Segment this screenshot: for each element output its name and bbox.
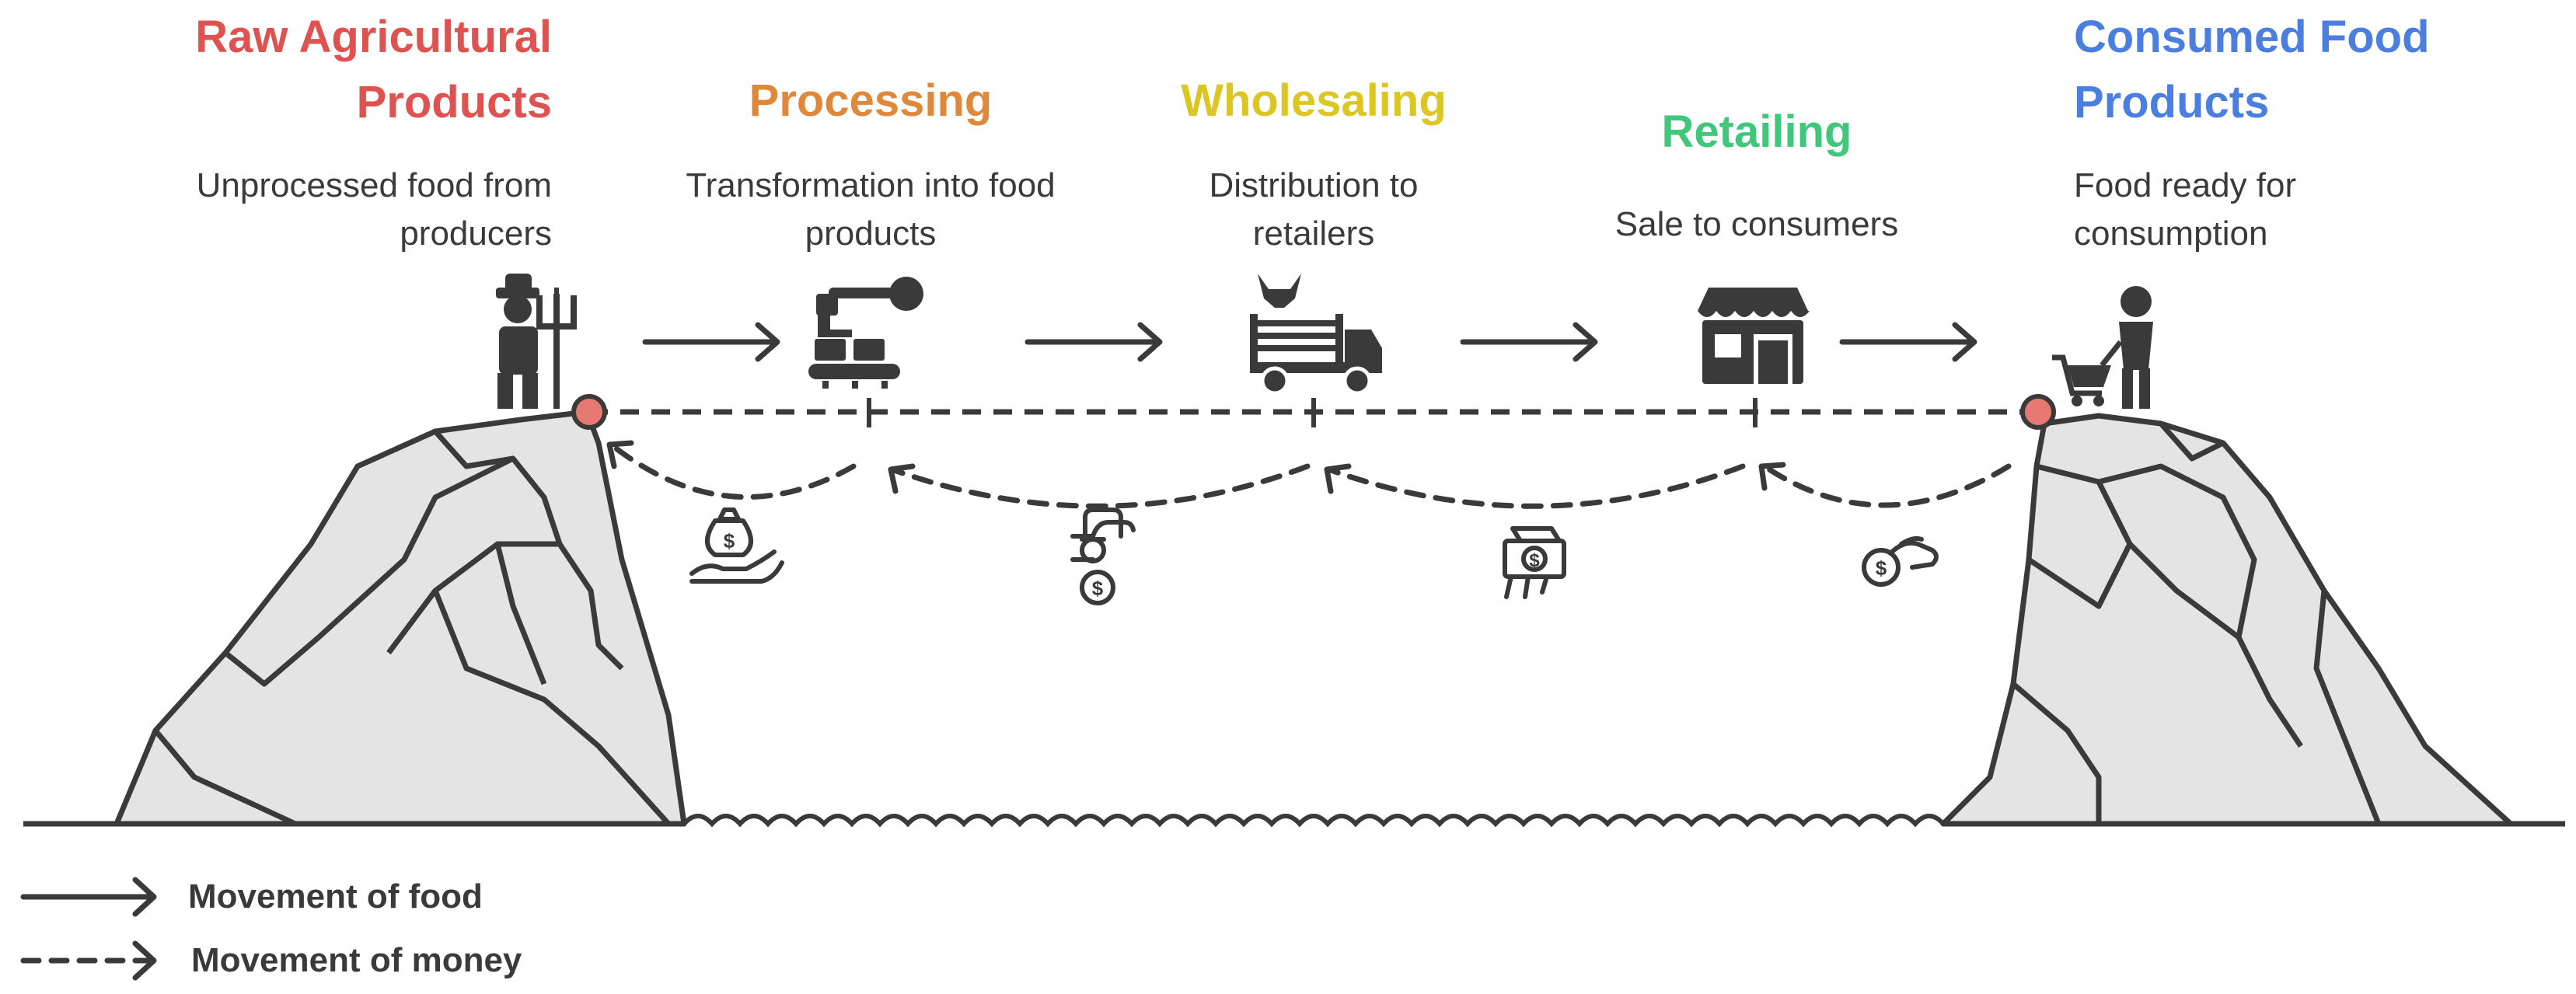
stage-title-processing: Processing bbox=[684, 68, 1057, 134]
money-arrow-2 bbox=[891, 463, 1311, 509]
stage-desc-raw-agricultural-products: Unprocessed food from producers bbox=[101, 162, 552, 258]
shopper-cart-icon bbox=[2052, 286, 2153, 409]
food-arrow-1 bbox=[642, 322, 780, 362]
food-arrow-4 bbox=[1839, 322, 1977, 362]
cash-hand-icon: $ bbox=[1503, 526, 1566, 599]
start-node bbox=[571, 394, 607, 430]
food-arrows bbox=[642, 322, 1977, 362]
storefront-icon bbox=[1698, 288, 1810, 384]
stage-title-consumed-food-products: Consumed Food Products bbox=[2074, 5, 2509, 135]
stage-desc-retailing: Sale to consumers bbox=[1547, 201, 1967, 249]
left-cliff-icon bbox=[113, 409, 687, 827]
stage-desc-retailing-text: Sale to consumers bbox=[1614, 205, 1899, 243]
coin-hand-icon: $ bbox=[1862, 535, 1939, 587]
stage-desc-wholesaling-text: Distribution to retailers bbox=[1209, 166, 1419, 253]
money-arrow-1 bbox=[611, 444, 857, 500]
svg-text:$: $ bbox=[1529, 550, 1540, 571]
right-cliff-icon bbox=[1940, 413, 2514, 827]
svg-text:$: $ bbox=[1092, 577, 1104, 600]
stage-title-raw-agricultural-products: Raw Agricultural Products bbox=[117, 5, 552, 135]
stage-title-processing-text: Processing bbox=[749, 75, 993, 126]
stage-desc-consumed-text: Food ready for consumption bbox=[2074, 166, 2297, 253]
water-waves bbox=[682, 814, 1946, 828]
stage-title-wholesaling: Wholesaling bbox=[1127, 68, 1500, 134]
svg-text:$: $ bbox=[1876, 556, 1887, 580]
legend-solid-arrow-icon bbox=[20, 877, 157, 917]
legend bbox=[20, 877, 157, 981]
legend-food-text: Movement of food bbox=[188, 877, 483, 916]
legend-money-label: Movement of money bbox=[191, 940, 522, 981]
stage-desc-raw-text: Unprocessed food from producers bbox=[196, 166, 552, 253]
money-arrows bbox=[606, 440, 2012, 509]
stage-title-raw-text: Raw Agricultural Products bbox=[195, 12, 552, 127]
legend-food-label: Movement of food bbox=[188, 877, 483, 917]
stage-title-consumed-text: Consumed Food Products bbox=[2074, 12, 2430, 127]
hand-money-bag-icon: $ bbox=[689, 507, 784, 584]
legend-money-text: Movement of money bbox=[191, 941, 522, 979]
farmer-icon bbox=[496, 274, 577, 409]
food-arrow-3 bbox=[1460, 322, 1598, 362]
stage-title-wholesaling-text: Wholesaling bbox=[1181, 75, 1447, 126]
stage-desc-processing-text: Transformation into food products bbox=[686, 166, 1056, 253]
livestock-truck-icon bbox=[1250, 274, 1382, 396]
money-arrow-3 bbox=[1328, 463, 1746, 509]
stage-desc-processing: Transformation into food products bbox=[668, 162, 1073, 258]
stage-desc-consumed-food-products: Food ready for consumption bbox=[2074, 162, 2400, 258]
stage-title-retailing: Retailing bbox=[1570, 99, 1943, 165]
robot-arm-conveyor-icon bbox=[808, 277, 923, 389]
stage-title-retailing-text: Retailing bbox=[1661, 106, 1852, 157]
money-arrow-4 bbox=[1761, 463, 2012, 508]
end-node bbox=[2020, 394, 2056, 430]
stage-desc-wholesaling: Distribution to retailers bbox=[1150, 162, 1477, 258]
money-bag-exchange-icon: $ bbox=[1070, 507, 1136, 605]
food-arrow-2 bbox=[1024, 322, 1163, 362]
svg-text:$: $ bbox=[724, 529, 735, 553]
